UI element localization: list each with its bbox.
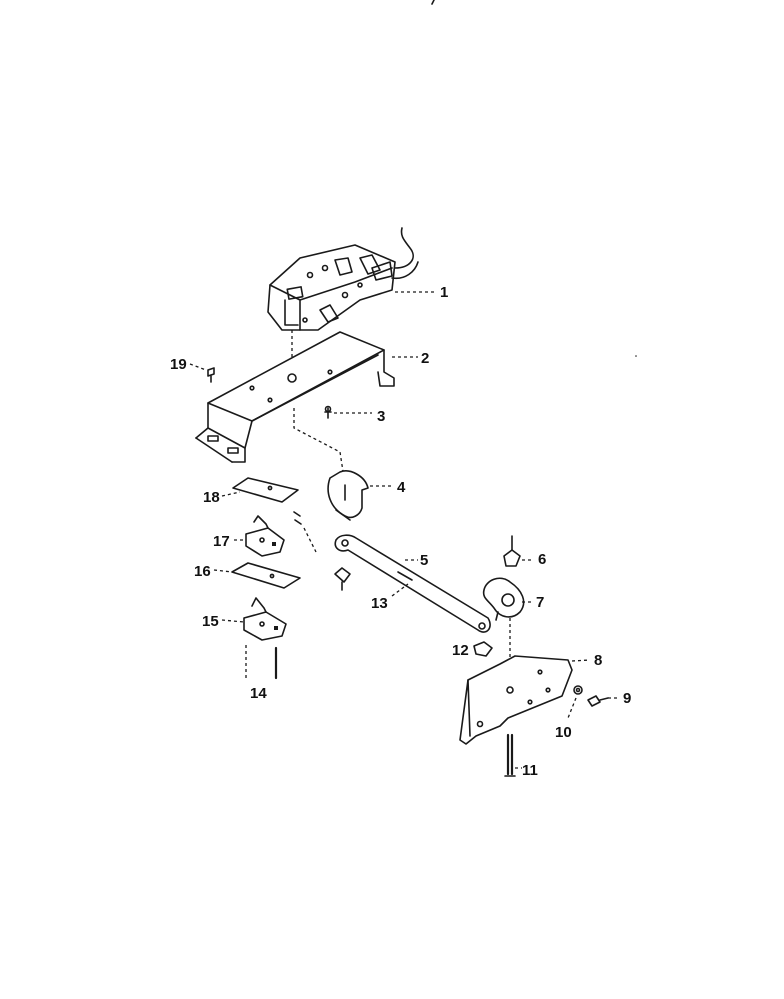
callout-1: 1 bbox=[440, 284, 448, 301]
leader-19 bbox=[189, 363, 207, 371]
callout-2: 2 bbox=[421, 350, 429, 367]
callout-15: 15 bbox=[202, 613, 219, 630]
part-3-screw bbox=[324, 405, 332, 419]
callout-13: 13 bbox=[371, 595, 388, 612]
stray-dot bbox=[635, 355, 637, 357]
part-7-pivot-cam bbox=[482, 577, 525, 621]
top-mark bbox=[431, 0, 435, 5]
part-4-cam bbox=[327, 470, 369, 521]
leader-16 bbox=[213, 569, 233, 573]
part-11-shaft bbox=[504, 733, 516, 777]
part-1-timer-motor bbox=[267, 227, 419, 331]
leader-8 bbox=[571, 659, 591, 662]
callout-8: 8 bbox=[594, 652, 602, 669]
part-15-switch bbox=[243, 597, 287, 641]
part-17-switch bbox=[245, 515, 285, 557]
part-14-screws bbox=[245, 645, 278, 680]
part-2-mounting-bracket bbox=[195, 331, 395, 463]
callout-19: 19 bbox=[170, 356, 187, 373]
part-18-plate bbox=[232, 477, 299, 503]
callout-11: 11 bbox=[522, 762, 538, 779]
pin bbox=[293, 511, 317, 553]
callout-3: 3 bbox=[377, 408, 385, 425]
leader-18 bbox=[221, 491, 241, 497]
callout-6: 6 bbox=[538, 551, 546, 568]
callout-18: 18 bbox=[203, 489, 220, 506]
callout-5: 5 bbox=[420, 552, 428, 569]
callout-7: 7 bbox=[536, 594, 544, 611]
callout-14: 14 bbox=[250, 685, 267, 702]
part-16-plate bbox=[231, 562, 301, 589]
part-13-spacer bbox=[334, 567, 351, 591]
part-12-nut bbox=[473, 641, 493, 657]
leader-15 bbox=[221, 619, 245, 623]
part-10-washer bbox=[573, 685, 583, 695]
callout-10: 10 bbox=[555, 724, 572, 741]
part-9-screw bbox=[587, 695, 609, 707]
callout-12: 12 bbox=[452, 642, 469, 659]
part-6-nut bbox=[503, 535, 521, 567]
callout-4: 4 bbox=[397, 479, 406, 496]
callout-9: 9 bbox=[623, 690, 631, 707]
part-5-link-arm bbox=[334, 534, 491, 633]
callout-17: 17 bbox=[213, 533, 230, 550]
callout-16: 16 bbox=[194, 563, 211, 580]
leader-10 bbox=[567, 697, 577, 719]
part-19-screw bbox=[207, 367, 215, 383]
part-8-mounting-plate bbox=[459, 655, 573, 745]
axis-bracket-cam bbox=[293, 408, 345, 479]
